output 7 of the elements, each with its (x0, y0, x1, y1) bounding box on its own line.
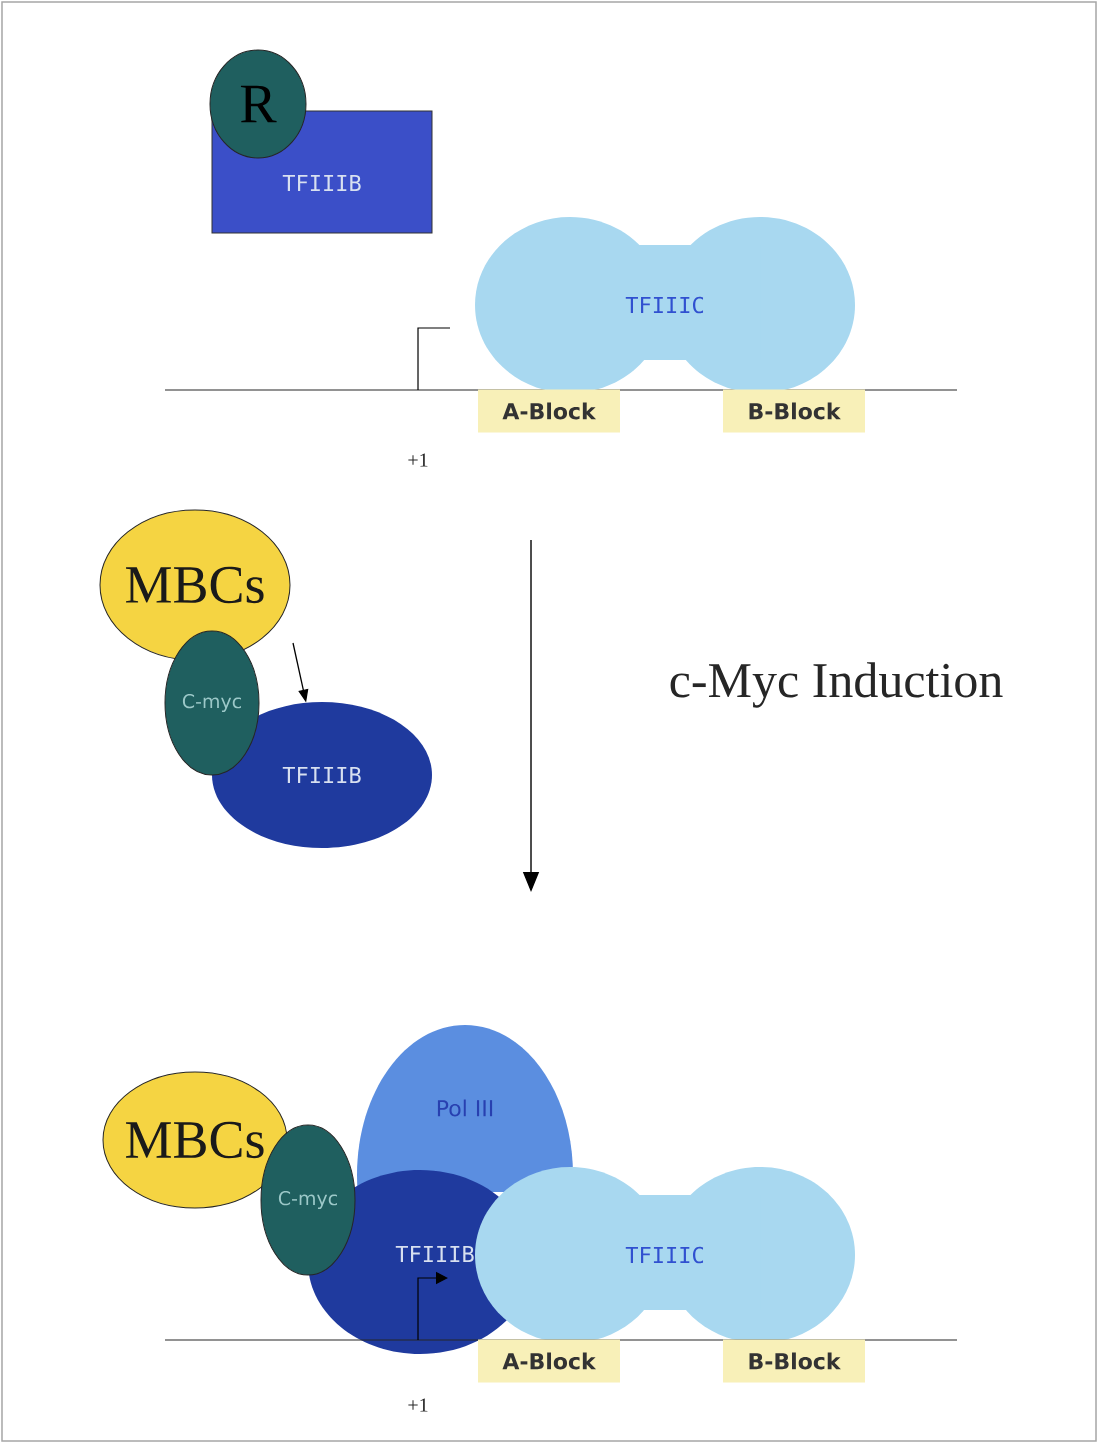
stage-label: c-Myc Induction (670, 662, 1003, 708)
promoter-block: A-Block (478, 389, 620, 433)
promoter-block: B-Block (723, 389, 865, 433)
position-label: +1 (408, 453, 428, 467)
promoter-block: A-Block (478, 1339, 620, 1383)
position-label: +1 (408, 1398, 428, 1412)
promoter-block: B-Block (723, 1339, 865, 1383)
